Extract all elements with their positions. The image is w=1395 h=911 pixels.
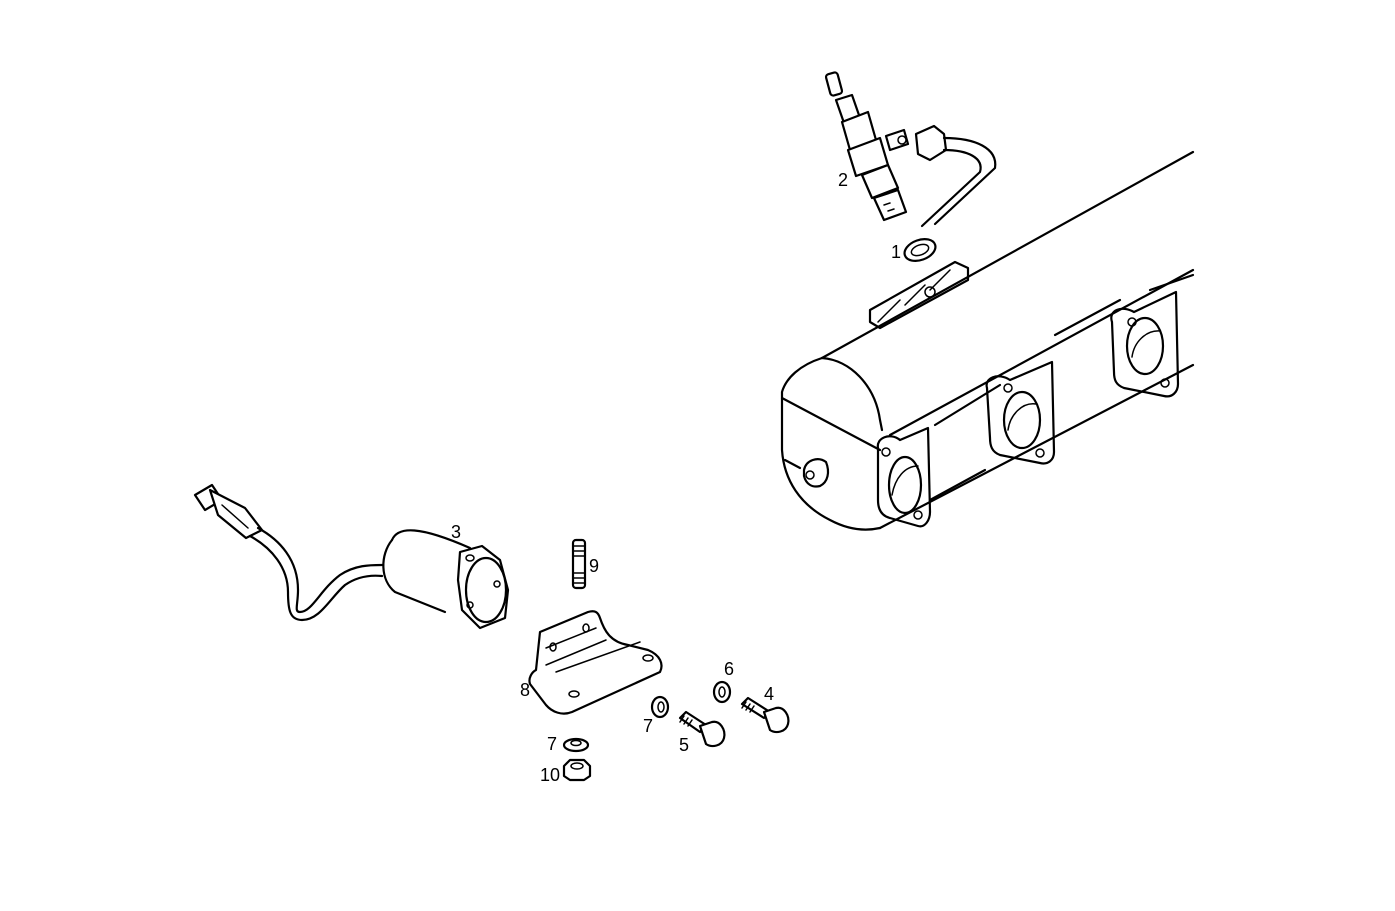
callout-3[interactable]: 3 (451, 522, 462, 542)
callout-2[interactable]: 2 (838, 170, 849, 190)
gasket-ring[interactable] (902, 235, 939, 265)
washer-lower[interactable] (562, 737, 590, 753)
callout-7-upper[interactable]: 7 (643, 716, 654, 736)
washer-small[interactable] (712, 680, 732, 704)
exhaust-manifold[interactable] (780, 150, 1195, 531)
bolt-long[interactable] (740, 696, 790, 734)
bracket[interactable] (528, 610, 663, 715)
callout-5[interactable]: 5 (679, 735, 690, 755)
callout-8[interactable]: 8 (520, 680, 531, 700)
callout-7-lower[interactable]: 7 (547, 734, 558, 754)
bolt-short[interactable] (678, 710, 726, 748)
callout-1[interactable]: 1 (891, 242, 902, 262)
callout-6[interactable]: 6 (724, 659, 735, 679)
callout-10[interactable]: 10 (540, 765, 561, 785)
stud[interactable] (571, 538, 587, 590)
sensor-with-cable[interactable] (193, 483, 510, 630)
washer-upper[interactable] (650, 695, 670, 719)
callout-9[interactable]: 9 (589, 556, 600, 576)
nut[interactable] (562, 758, 592, 782)
callout-4[interactable]: 4 (764, 684, 775, 704)
sensor-plug[interactable] (824, 71, 997, 228)
